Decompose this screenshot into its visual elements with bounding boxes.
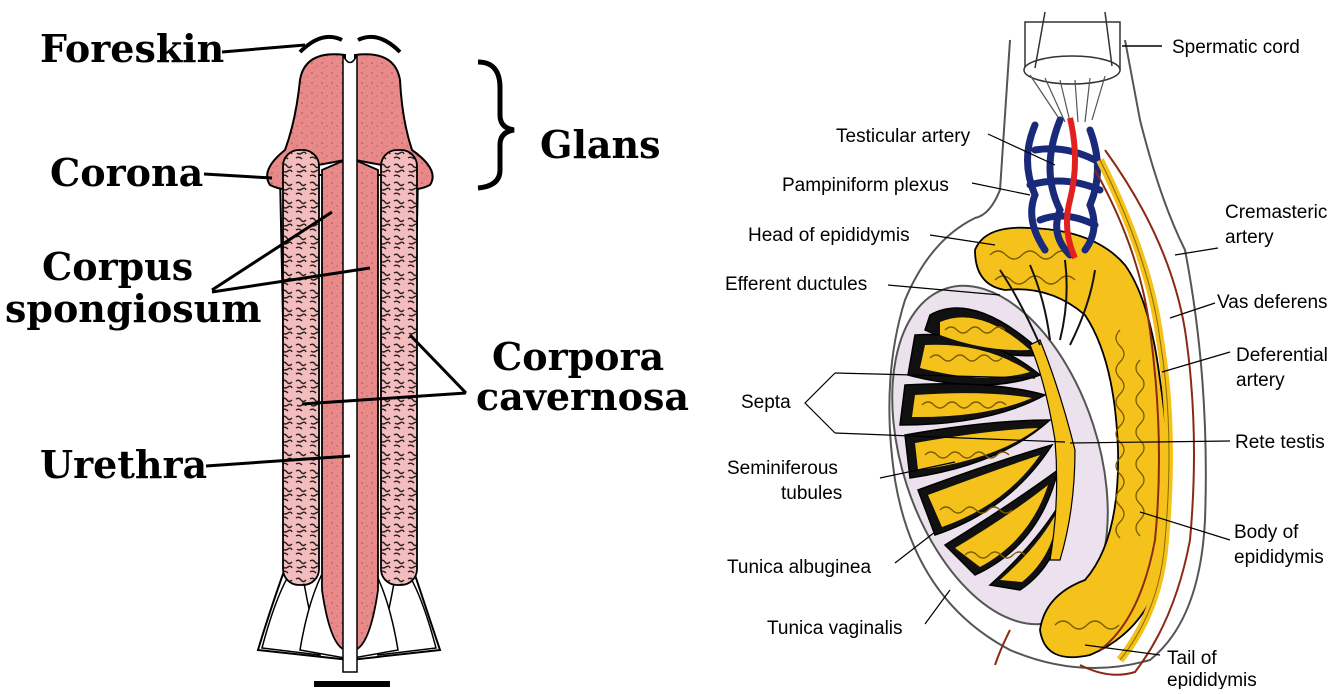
label-spermatic-cord: Spermatic cord xyxy=(1172,37,1300,58)
label-efferent-ductules: Efferent ductules xyxy=(725,274,867,295)
label-tunica-albuginea: Tunica albuginea xyxy=(727,557,871,578)
label-septa: Septa xyxy=(741,392,791,413)
label-cremasteric-line1: Cremasteric xyxy=(1225,202,1327,223)
label-foreskin: Foreskin xyxy=(40,26,224,71)
label-head-of-epididymis: Head of epididymis xyxy=(748,225,910,246)
corpus-spongiosum-left xyxy=(322,160,345,650)
label-glans: Glans xyxy=(540,122,661,167)
label-tail-line2: epididymis xyxy=(1167,670,1257,689)
testis-diagram: Spermatic cord Testicular artery Pampini… xyxy=(725,12,1328,689)
glans-brace xyxy=(478,62,514,188)
label-deferential-line2: artery xyxy=(1236,370,1285,391)
label-pampiniform-plexus: Pampiniform plexus xyxy=(782,175,949,196)
label-urethra: Urethra xyxy=(40,442,207,487)
corpus-cavernosum-left xyxy=(283,150,319,585)
label-corpus-line2: spongiosum xyxy=(5,286,262,331)
label-seminiferous-line1: Seminiferous xyxy=(727,458,838,479)
penis-diagram: Foreskin Corona Glans Corpus spongiosum … xyxy=(5,26,689,684)
label-corpora-line1: Corpora xyxy=(492,334,664,379)
label-tail-line1: Tail of xyxy=(1167,648,1217,669)
label-rete-testis: Rete testis xyxy=(1235,432,1325,453)
label-body-line2: epididymis xyxy=(1234,547,1324,568)
label-testicular-artery: Testicular artery xyxy=(836,126,971,147)
corpus-spongiosum-right xyxy=(355,160,378,650)
label-seminiferous-line2: tubules xyxy=(781,483,842,504)
label-cremasteric-line2: artery xyxy=(1225,227,1274,248)
label-corpus-line1: Corpus xyxy=(42,244,193,289)
label-body-line1: Body of xyxy=(1234,522,1299,543)
label-corpora-line2: cavernosa xyxy=(476,374,689,419)
label-deferential-line1: Deferential xyxy=(1236,345,1328,366)
label-tunica-vaginalis: Tunica vaginalis xyxy=(767,618,903,639)
label-corona: Corona xyxy=(50,150,203,195)
urethra-channel xyxy=(343,55,357,672)
label-vas-deferens: Vas deferens xyxy=(1217,292,1328,313)
corpus-cavernosum-right xyxy=(381,150,417,585)
